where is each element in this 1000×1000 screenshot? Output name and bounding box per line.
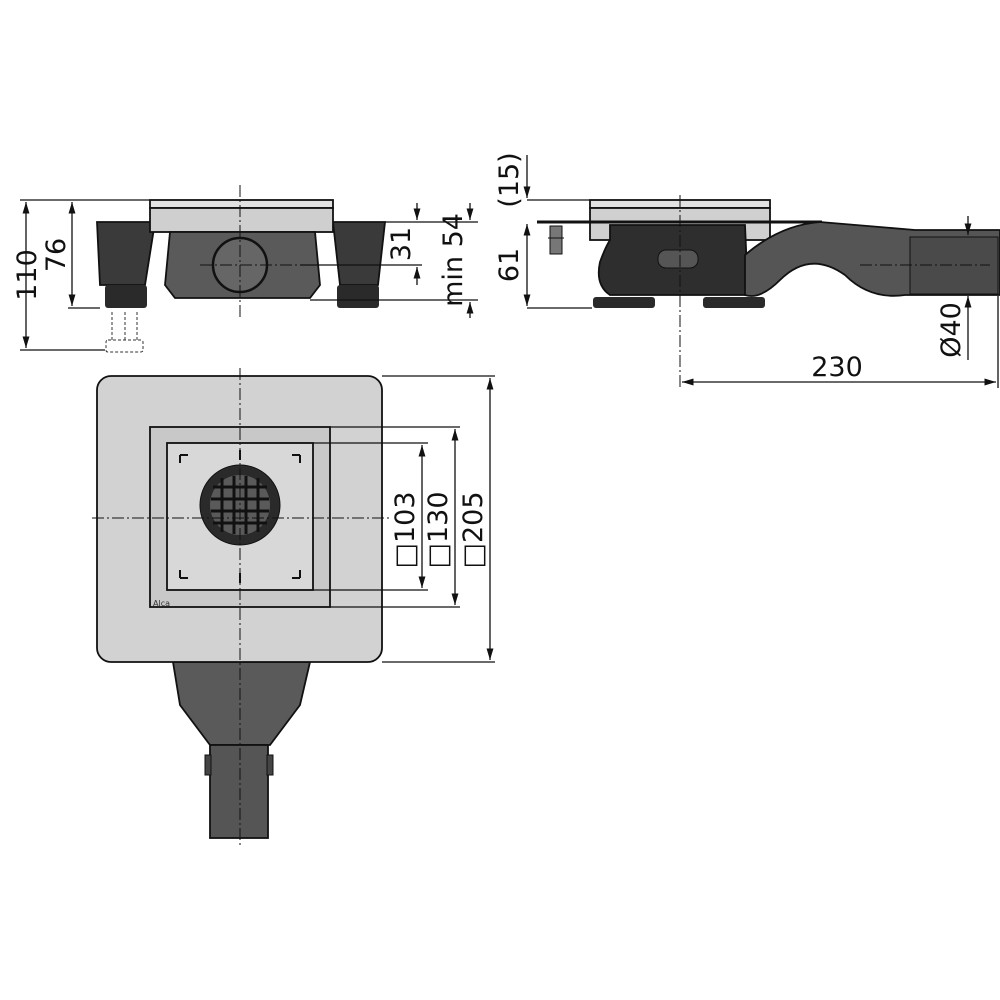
dim-61: 61 [494, 248, 525, 282]
dim-15: (15) [494, 152, 525, 207]
front-view: 110 76 31 min 54 [12, 185, 478, 353]
outlet-funnel [171, 661, 312, 746]
threaded-leg [105, 312, 144, 353]
alca-logo: Alca [153, 599, 170, 608]
dim-min-54: min 54 [438, 213, 469, 307]
bolt-icon [548, 225, 564, 255]
dim-31: 31 [386, 227, 417, 261]
dim-230: 230 [811, 352, 863, 383]
dim-76: 76 [41, 238, 72, 272]
dim-103: □103 [390, 491, 421, 568]
dim-130: □130 [423, 491, 454, 568]
grate-top [149, 199, 334, 209]
left-foot [96, 221, 157, 286]
side-view: (15) 61 Ø40 230 [494, 152, 1000, 390]
left-foot-base [105, 285, 147, 308]
dim-110: 110 [12, 249, 43, 301]
right-foot-base [337, 285, 379, 308]
dim-205: □205 [458, 491, 489, 568]
outlet-pipe-top [209, 744, 269, 839]
grate-frame [149, 207, 334, 233]
right-foot [331, 221, 387, 286]
dim-d40: Ø40 [936, 302, 967, 358]
top-view: Alca □103 □130 □205 [92, 368, 495, 845]
